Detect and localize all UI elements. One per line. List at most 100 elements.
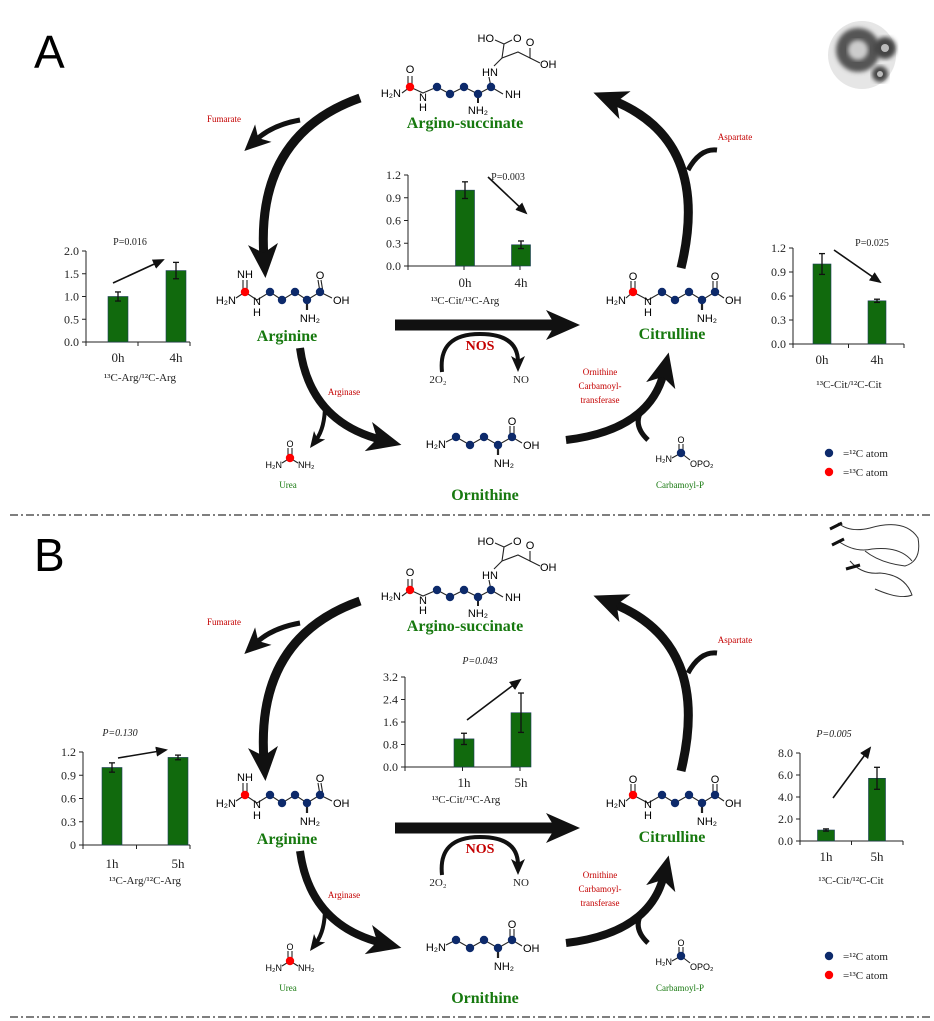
c12-atom [459,82,469,92]
c12-atom [265,287,275,297]
y-tick-label: 0.0 [771,337,786,351]
ornithine-label: Ornithine [451,487,519,504]
arrow-argino-succinate-to-arginine [248,93,362,278]
o-label: O [629,774,638,786]
p-value-label: P=0.130 [101,728,137,739]
arrow-nos-o2-to-no [439,331,525,373]
p-value-label: P=0.003 [491,172,525,183]
c12-atom [277,798,287,808]
c12-atom [657,287,667,297]
chart-caption: ¹³C-Cit/¹²C-Cit [816,379,881,391]
opo2-label: OPO₂ [690,459,714,469]
y-tick-label: 0.9 [386,191,401,205]
c12-atom [290,790,300,800]
arrow-carbamoyl-p-input [635,408,650,442]
oct-label-line1: Ornithine [583,870,618,880]
y-tick-label: 0.0 [386,259,401,273]
o-label: O [513,33,522,45]
y-tick-label: 0.3 [386,236,401,250]
c12-atom [710,790,720,800]
nh2-label: NH₂ [494,458,514,470]
h2n-label: H₂N [216,295,236,307]
y-tick-label: 0.5 [64,312,79,326]
p-value-label: P=0.005 [815,729,851,740]
oct-label-line1: Ornithine [583,367,618,377]
n-label: N [644,296,652,308]
trend-arrow-down [833,249,882,284]
error-bar [874,766,880,790]
oh-label: OH [333,798,350,810]
nh2-label: NH₂ [697,313,717,325]
c12-atom [670,295,680,305]
c12-atom [459,585,469,595]
o2-label: 2O₂ [429,877,446,889]
oh-label: OH [523,440,540,452]
y-tick-label: 0.6 [61,792,76,806]
h2n-label: H₂N [606,295,626,307]
oct-label-line2: Carbamoyl- [579,884,622,894]
urea-label: Urea [279,983,297,993]
nh-label: NH [237,269,253,281]
oct-label-line3: transferase [581,898,620,908]
o-label: O [513,536,522,548]
c12-atom [315,287,325,297]
x-category-label: 4h [871,352,885,367]
o-label: O [677,938,684,948]
error-bar [109,762,115,773]
c12-atom [465,440,475,450]
trend-arrow-down [487,176,528,215]
y-tick-label: 0.3 [61,815,76,829]
fungus-colony-image [828,21,896,89]
error-bar [874,298,880,304]
bar-4h [165,270,187,343]
legend-c12-dot [824,951,834,961]
aspartate-label: Aspartate [718,132,752,142]
y-tick-label: 8.0 [778,746,793,760]
y-tick-label: 1.2 [61,745,76,759]
arrow-urea-release [310,404,327,449]
oh-label: OH [523,943,540,955]
c13-atom [628,287,638,297]
o-label: O [316,773,325,785]
legend-c12-dot [824,448,834,458]
c12-atom [451,935,461,945]
n-label: N [253,799,261,811]
h-label: H [644,307,652,319]
c12-atom [507,432,517,442]
x-category-label: 5h [871,849,885,864]
bond [494,39,505,45]
c12-atom [479,935,489,945]
y-tick-label: 1.2 [386,168,401,182]
c12-atom [473,89,483,99]
c12-atom [432,585,442,595]
y-tick-label: 4.0 [778,790,793,804]
c13-atom [285,956,295,966]
h2n-label: H₂N [381,591,401,603]
c12-atom [290,287,300,297]
x-category-label: 4h [515,275,529,290]
c12-atom [486,82,496,92]
trend-arrow-up [466,678,522,721]
nh2-label: NH₂ [494,961,514,973]
oh-label: OH [725,798,742,810]
y-tick-label: 0.9 [771,265,786,279]
arrow-ornithine-to-citrulline [565,855,676,947]
trend-arrow-up [112,259,165,284]
h-label: H [419,102,427,114]
ornithine-label: Ornithine [451,990,519,1007]
c12-atom [676,448,686,458]
argino-succinate-label: Argino-succinate [407,618,523,635]
ho-label: HO [478,33,495,45]
x-category-label: 5h [515,775,529,790]
error-bar [173,261,179,280]
trend-arrow-up [117,746,168,759]
c12-atom [277,295,287,305]
